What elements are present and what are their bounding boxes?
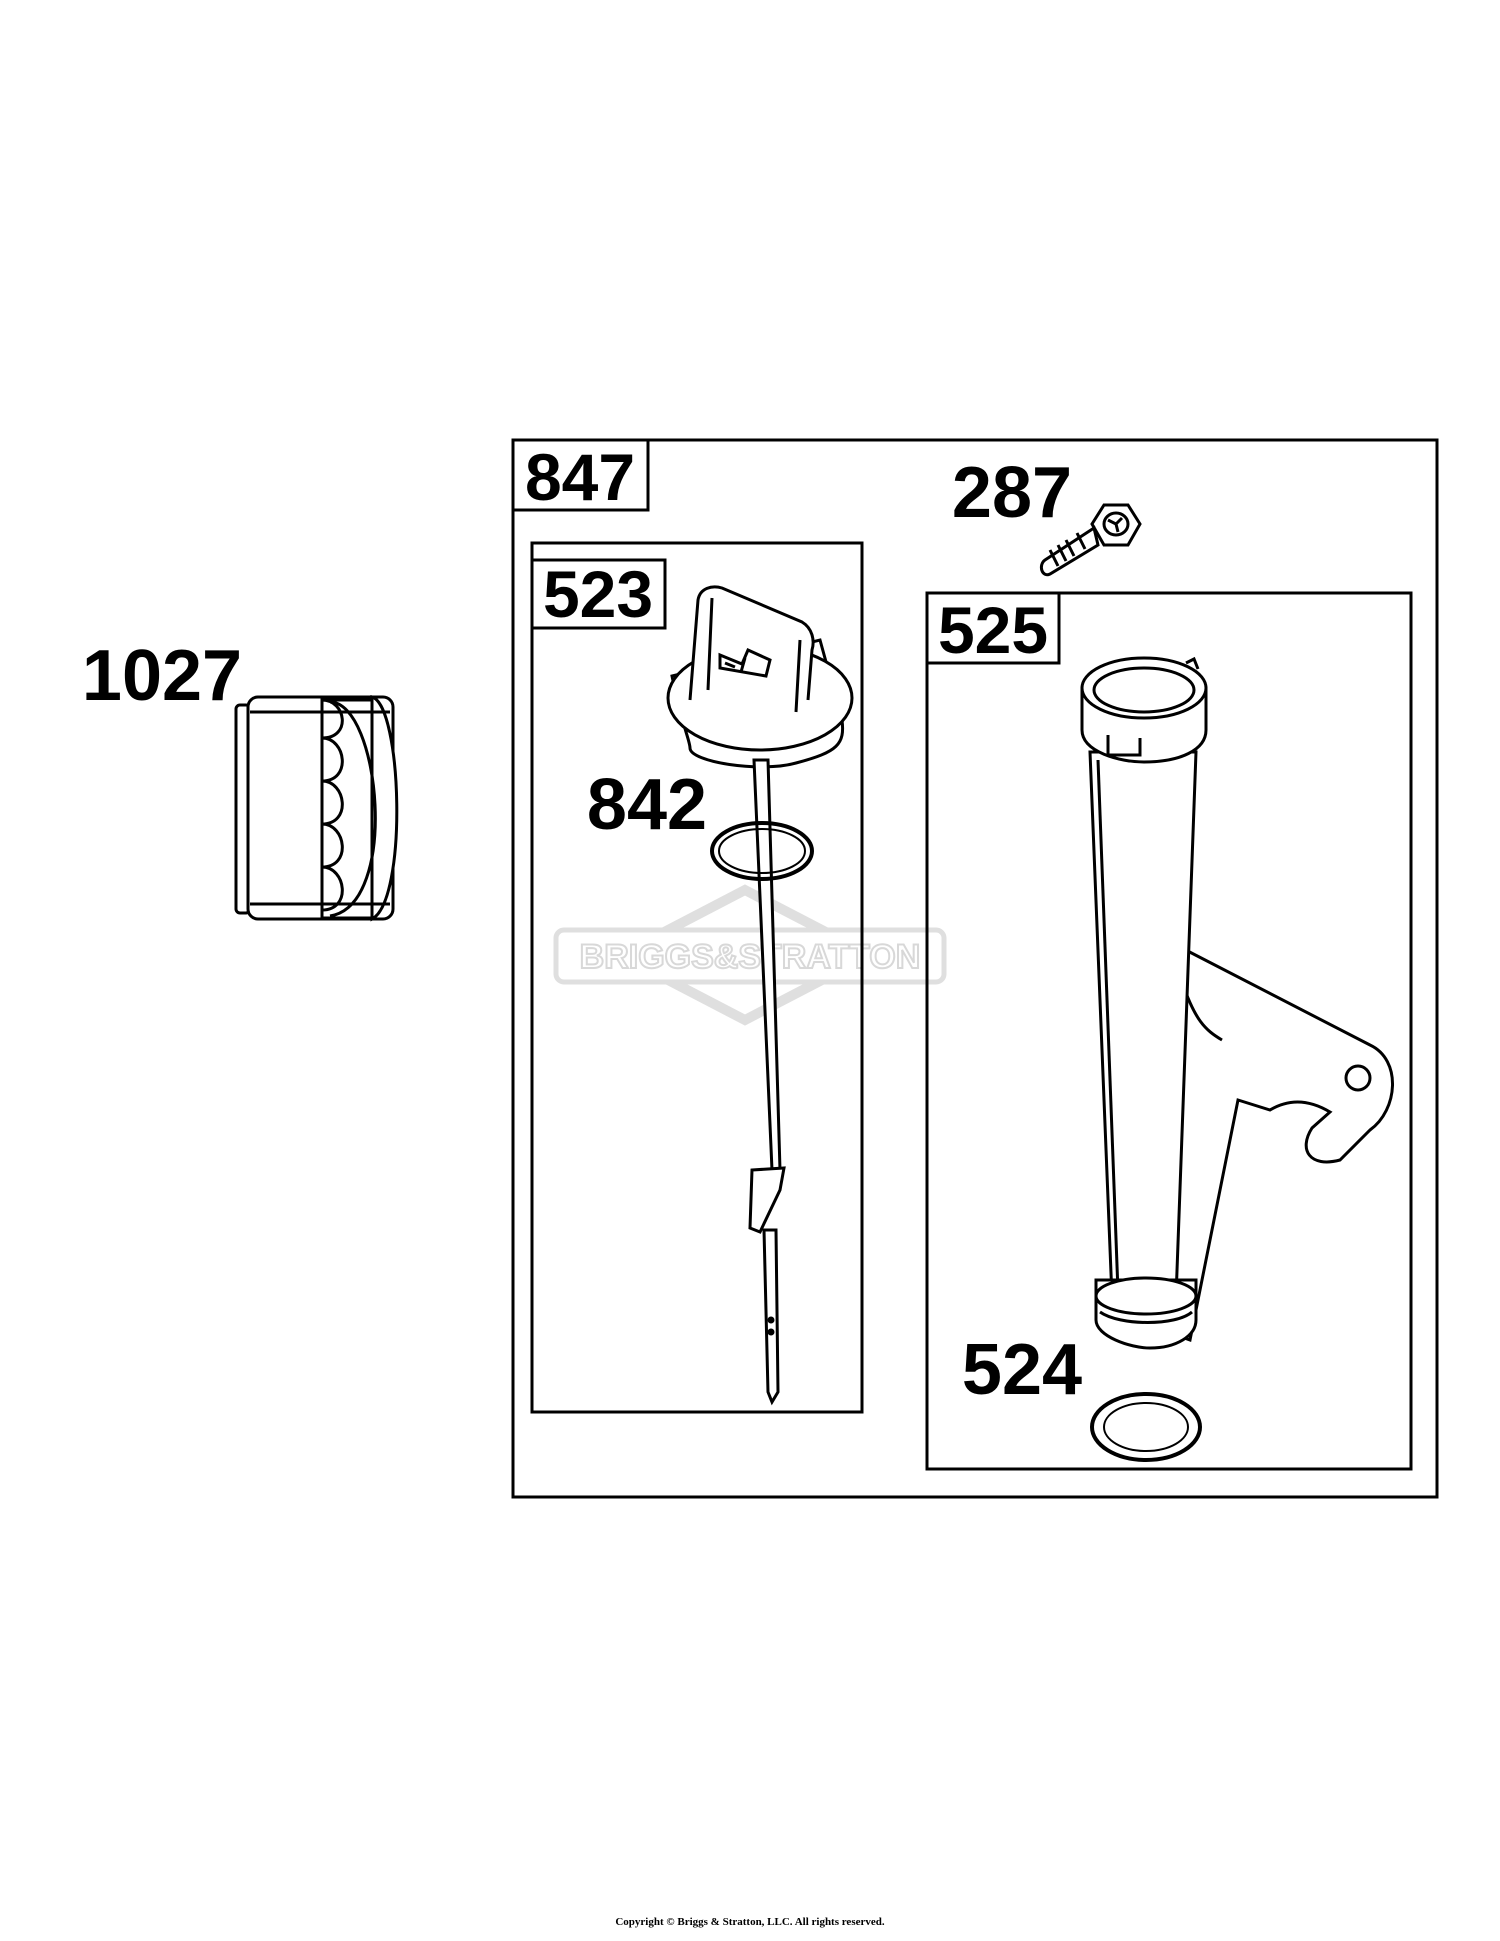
o-ring-label: 842 [587,765,707,845]
oil-filter-drawing [234,695,399,922]
screw-label: 287 [952,453,1072,533]
kit-frame [511,438,1439,1499]
seal-drawing [1090,1392,1202,1462]
tube-frame [925,591,1413,1471]
copyright-footer: Copyright © Briggs & Stratton, LLC. All … [615,1916,885,1928]
dipstick-label-box [530,558,667,630]
seal-label: 524 [962,1330,1082,1410]
watermark-logo: BRIGGS&STRATTON [553,884,947,1026]
o-ring-inner [718,828,806,874]
kit-label-box [511,438,650,512]
oil-filter-label: 1027 [82,636,242,716]
watermark-text: BRIGGS&STRATTON [580,938,921,976]
kit-assembly-label: 847 [525,440,635,514]
screw-drawing [1039,503,1142,577]
dipstick-tube-label: 525 [938,593,1048,667]
dipstick-cap-label: 523 [543,557,653,631]
seal-inner [1103,1402,1189,1452]
o-ring-drawing [710,821,814,881]
dipstick-cap-drawing [666,585,854,769]
dipstick-tube-drawing [1080,656,1394,1350]
dipstick-rod-drawing [748,758,786,1406]
tube-label-box [925,591,1061,665]
dipstick-frame [530,541,864,1414]
